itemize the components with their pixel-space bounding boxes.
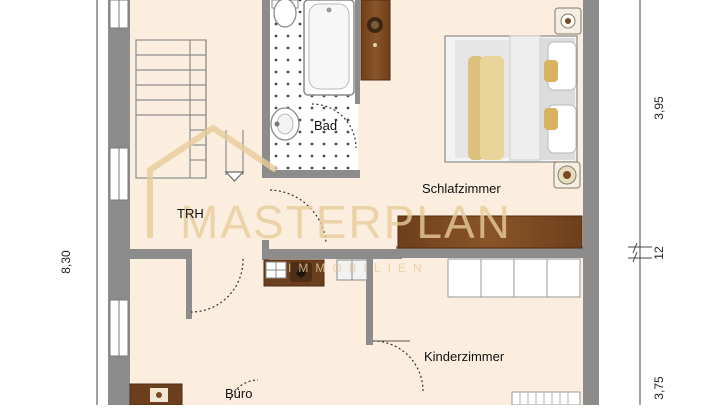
cabinet	[360, 0, 391, 81]
room-label-schlafzimmer: Schlafzimmer	[422, 181, 501, 196]
hall-box	[265, 261, 287, 279]
nightstand-bottom	[553, 161, 581, 189]
room-label-trh: TRH	[177, 206, 204, 221]
nightstand-top	[554, 7, 582, 35]
door-arc-kinder	[372, 340, 424, 392]
door-arc-schlaf	[269, 189, 327, 243]
wardrobe	[397, 215, 583, 249]
window-left-1	[109, 0, 129, 29]
wall-stair-bath	[262, 0, 270, 178]
watermark: MASTERPLAN IMMOBILIEN	[147, 124, 512, 275]
window-left-3	[109, 299, 129, 357]
watermark-house-icon	[147, 124, 278, 238]
hall-chair	[290, 262, 312, 282]
watermark-sub: IMMOBILIEN	[288, 261, 429, 275]
wall-hall-left	[130, 249, 192, 259]
hall-shelf	[336, 259, 368, 281]
wall-hall-mid	[262, 249, 402, 259]
window-left-2	[109, 147, 129, 201]
room-label-kinderzimmer: Kinderzimmer	[424, 349, 505, 364]
wall-bath-bottom	[270, 170, 360, 178]
toilet-icon	[271, 0, 299, 28]
door-arc-buero-2	[229, 379, 259, 401]
dimension-line-right	[628, 0, 652, 405]
wall-bedroom-bottom	[396, 246, 584, 258]
wall-stub	[262, 240, 269, 260]
dimension-total: 8,30	[59, 250, 73, 274]
bed	[444, 35, 578, 163]
wall-right	[583, 0, 599, 405]
wall-office-kids	[366, 259, 373, 345]
office-desk	[129, 383, 183, 406]
radiator	[511, 391, 581, 406]
wall-bath-right	[355, 0, 360, 104]
bathtub	[303, 0, 355, 96]
room-label-bad: Bad	[314, 118, 337, 133]
dimension-wall: 12	[652, 246, 666, 260]
room-label-buero: Büro	[225, 386, 252, 401]
dimension-lower: 3,75	[652, 376, 666, 400]
kids-wardrobe	[447, 258, 581, 298]
stair-arrow-icon	[224, 171, 245, 182]
watermark-brand: MASTERPLAN	[180, 196, 512, 248]
door-arc-buero	[190, 258, 244, 313]
wall-office-top	[186, 259, 192, 319]
sink-icon	[270, 107, 300, 141]
dimension-upper: 3,95	[652, 96, 666, 120]
